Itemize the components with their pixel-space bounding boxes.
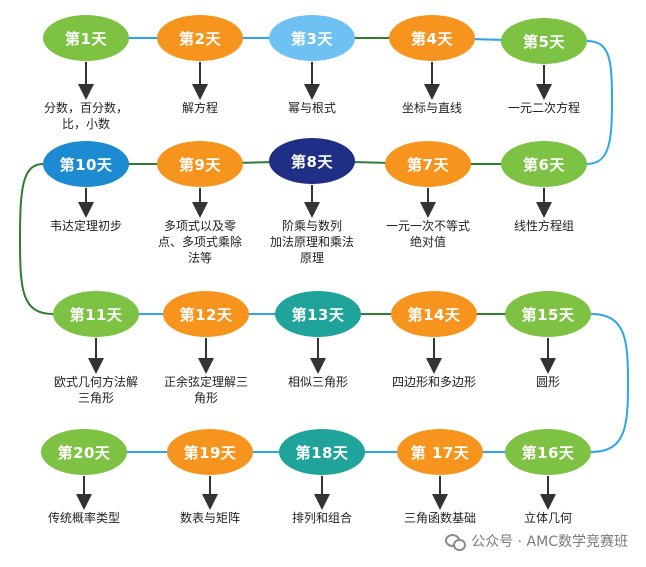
day-topic-7: 一元一次不等式绝对值 (368, 218, 488, 250)
day-node-title: 第14天 (407, 305, 461, 324)
day-topic-14: 四边形和多边形 (374, 374, 494, 390)
day-node-20: 第20天 (41, 429, 127, 475)
day-node-15: 第15天 (505, 291, 591, 337)
day-topic-12: 正余弦定理解三角形 (146, 374, 266, 406)
day-topic-20: 传统概率类型 (24, 510, 144, 526)
day-node-10: 第10天 (43, 141, 129, 187)
day-node-title: 第12天 (179, 305, 233, 324)
day-node-14: 第14天 (391, 291, 477, 337)
day-topic-8: 阶乘与数列加法原理和乘法原理 (252, 218, 372, 266)
topic-line: 一元二次方程 (507, 101, 580, 115)
topic-line: 解方程 (181, 101, 218, 115)
topic-line: 比，小数 (61, 117, 110, 131)
topic-line: 幂与根式 (287, 101, 336, 115)
topic-line: 阶乘与数列 (281, 219, 342, 233)
day-topic-2: 解方程 (140, 100, 260, 116)
day-topic-6: 线性方程组 (484, 218, 604, 234)
day-topic-9: 多项式以及零点、多项式乘除法等 (140, 218, 260, 266)
topic-line: 绝对值 (409, 235, 446, 249)
day-node-title: 第20天 (57, 443, 111, 462)
day-node-title: 第5天 (523, 32, 565, 51)
day-topic-19: 数表与矩阵 (150, 510, 270, 526)
watermark: 公众号 · AMC数学竞赛班 (445, 531, 628, 551)
day-node-title: 第8天 (291, 152, 333, 171)
topic-line: 韦达定理初步 (49, 219, 122, 233)
day-node-title: 第2天 (179, 29, 221, 48)
day-node-6: 第6天 (501, 141, 587, 187)
day-node-title: 第 17天 (410, 443, 470, 462)
day-topic-10: 韦达定理初步 (26, 218, 146, 234)
day-node-title: 第10天 (59, 155, 113, 174)
topic-line: 正余弦定理解三 (163, 375, 248, 389)
topic-line: 传统概率类型 (47, 511, 120, 525)
topic-line: 原理 (299, 251, 324, 265)
day-topic-17: 三角函数基础 (380, 510, 500, 526)
day-topic-3: 幂与根式 (252, 100, 372, 116)
day-node-title: 第13天 (291, 305, 345, 324)
topic-line: 角形 (193, 391, 218, 405)
topic-line: 线性方程组 (513, 219, 574, 233)
day-topic-5: 一元二次方程 (484, 100, 604, 116)
topic-line: 三角函数基础 (403, 511, 476, 525)
turn-connector-10-11 (18, 163, 54, 315)
day-topic-18: 排列和组合 (262, 510, 382, 526)
day-node-4: 第4天 (389, 15, 475, 61)
topic-line: 圆形 (535, 375, 560, 389)
topic-line: 加法原理和乘法 (269, 235, 354, 249)
day-node-title: 第18天 (295, 443, 349, 462)
topic-line: 排列和组合 (291, 511, 352, 525)
topic-line: 点、多项式乘除 (157, 235, 242, 249)
day-node-title: 第19天 (183, 443, 237, 462)
day-node-12: 第12天 (163, 291, 249, 337)
topic-line: 分数，百分数， (43, 101, 128, 115)
day-topic-16: 立体几何 (488, 510, 608, 526)
day-node-title: 第1天 (65, 29, 107, 48)
day-topic-11: 欧式几何方法解三角形 (36, 374, 156, 406)
day-node-8: 第8天 (269, 138, 355, 184)
topic-line: 一元一次不等式 (385, 219, 470, 233)
turn-connector-5-6 (586, 40, 614, 165)
day-node-title: 第4天 (411, 29, 453, 48)
topic-line: 数表与矩阵 (179, 511, 240, 525)
day-node-title: 第7天 (407, 155, 449, 174)
wechat-icon (445, 533, 467, 551)
day-node-3: 第3天 (269, 15, 355, 61)
topic-line: 四边形和多边形 (391, 375, 476, 389)
day-topic-4: 坐标与直线 (372, 100, 492, 116)
day-node-5: 第5天 (501, 18, 587, 64)
topic-line: 三角形 (77, 391, 114, 405)
day-node-7: 第7天 (385, 141, 471, 187)
day-topic-15: 圆形 (488, 374, 608, 390)
turn-connector-15-16 (590, 313, 630, 453)
day-node-17: 第 17天 (397, 429, 483, 475)
watermark-text: 公众号 · AMC数学竞赛班 (471, 534, 628, 550)
day-node-title: 第3天 (291, 29, 333, 48)
topic-line: 相似三角形 (287, 375, 348, 389)
day-node-title: 第11天 (69, 305, 123, 324)
day-node-11: 第11天 (53, 291, 139, 337)
topic-line: 立体几何 (523, 511, 572, 525)
topic-line: 欧式几何方法解 (53, 375, 138, 389)
day-node-title: 第6天 (523, 155, 565, 174)
day-topic-13: 相似三角形 (258, 374, 378, 390)
day-node-9: 第9天 (157, 141, 243, 187)
day-node-1: 第1天 (43, 15, 129, 61)
day-topic-1: 分数，百分数， 比，小数 (26, 100, 146, 132)
day-node-title: 第15天 (521, 305, 575, 324)
day-node-18: 第18天 (279, 429, 365, 475)
day-node-19: 第19天 (167, 429, 253, 475)
day-node-2: 第2天 (157, 15, 243, 61)
day-node-16: 第16天 (505, 429, 591, 475)
topic-line: 法等 (187, 251, 212, 265)
topic-line: 多项式以及零 (163, 219, 236, 233)
topic-line: 坐标与直线 (401, 101, 462, 115)
day-node-title: 第9天 (179, 155, 221, 174)
day-node-13: 第13天 (275, 291, 361, 337)
day-node-title: 第16天 (521, 443, 575, 462)
